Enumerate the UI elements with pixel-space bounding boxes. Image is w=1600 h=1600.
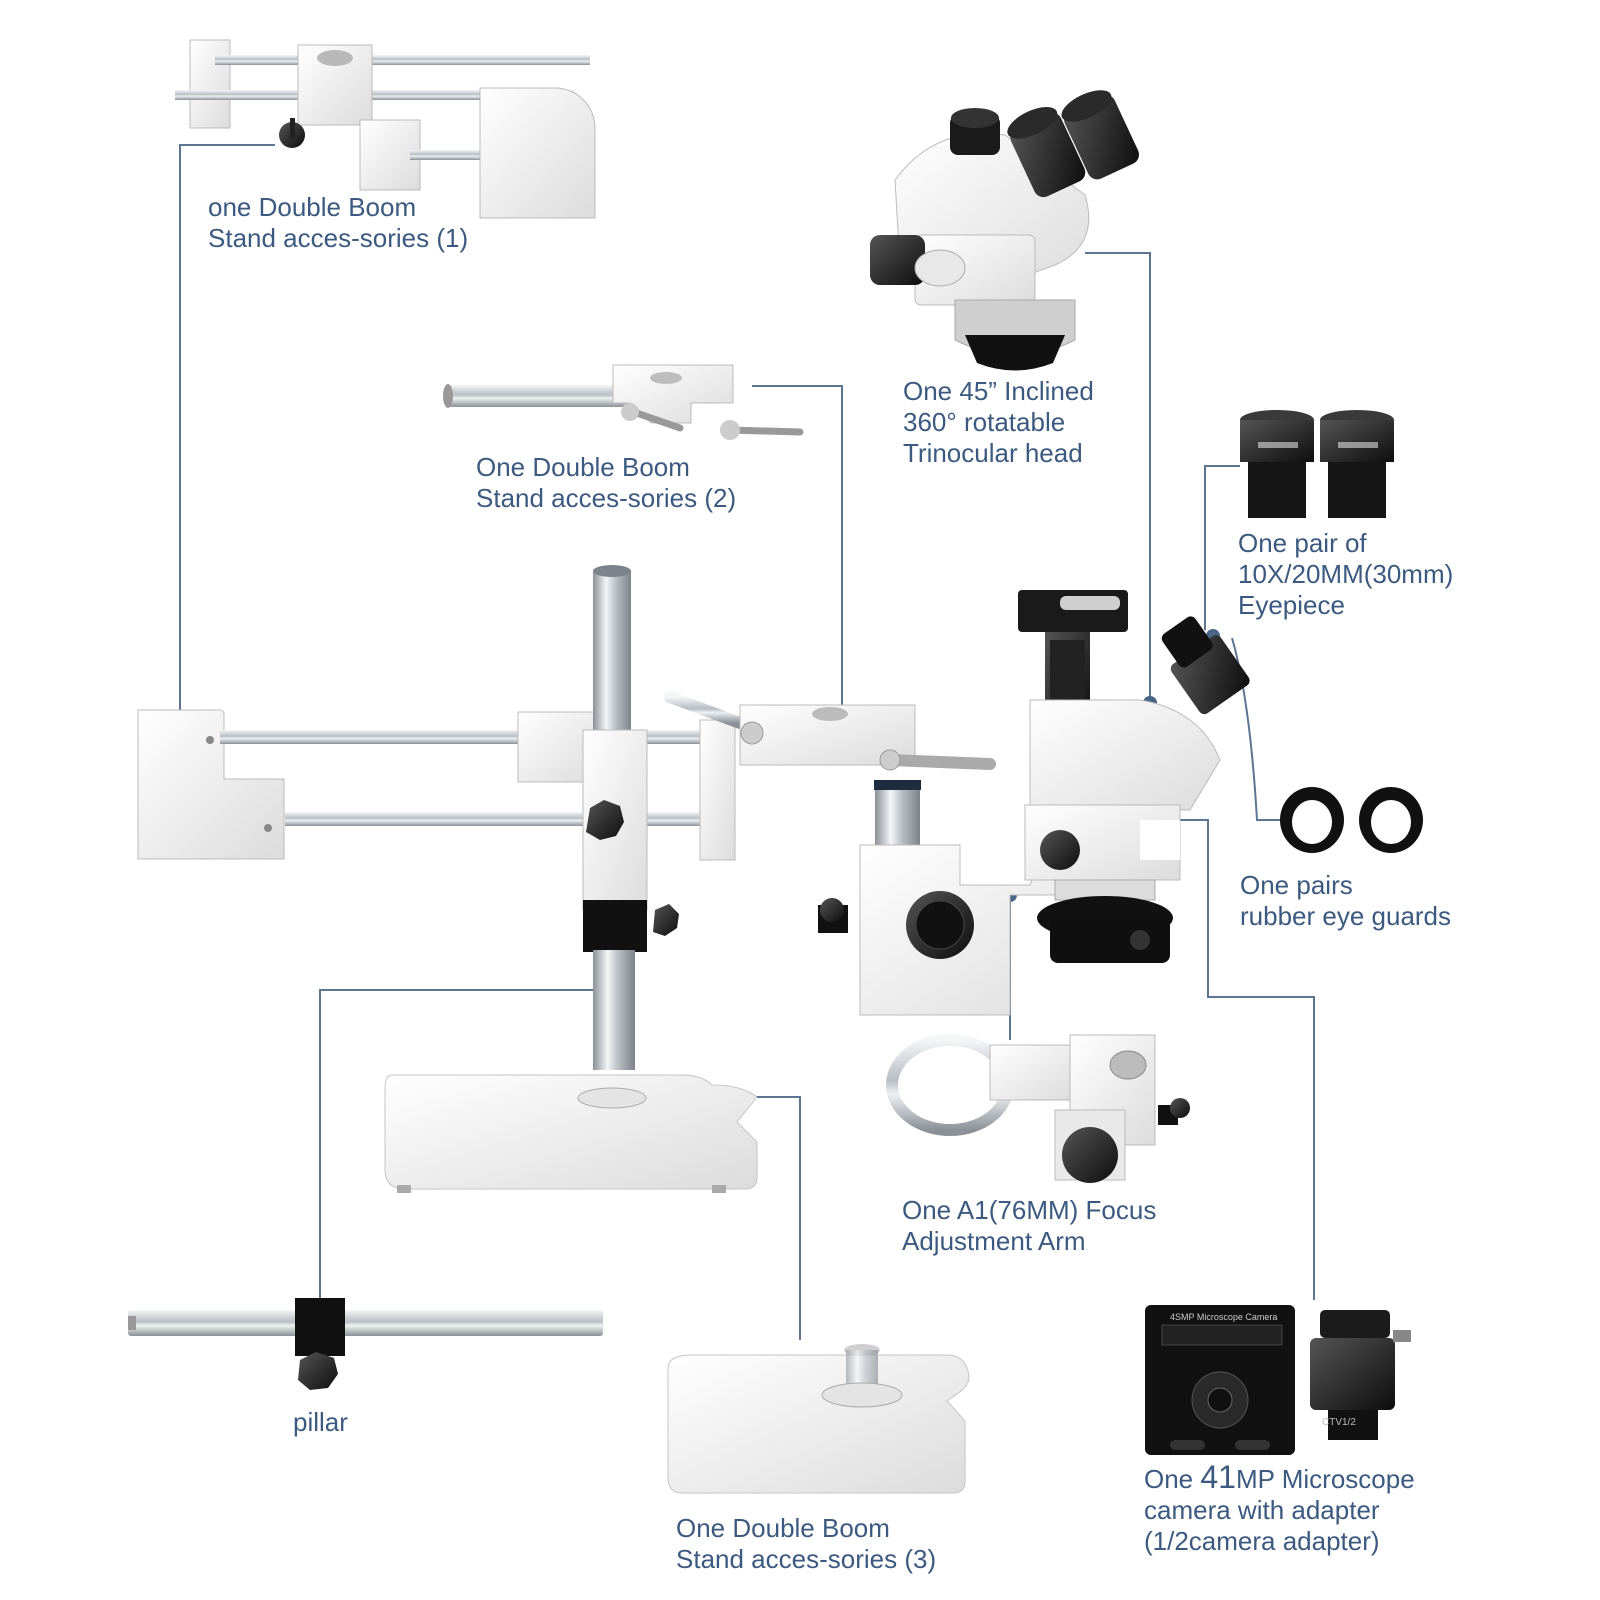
boom-accessory-2-icon — [443, 364, 804, 440]
pillar-icon — [128, 1298, 603, 1390]
adapter-marking: CTV1/2 — [1322, 1417, 1356, 1428]
boom-accessory-1-icon — [175, 39, 596, 219]
assembled-head-icon — [1018, 590, 1250, 963]
label-eye-guards: One pairs rubber eye guards — [1240, 870, 1452, 931]
focus-arm-icon — [886, 1034, 1190, 1183]
camera-icon: 4SMP Microscope Camera — [1145, 1305, 1295, 1455]
adapter-icon: CTV1/2 — [1310, 1310, 1411, 1440]
leader-pillar — [319, 989, 611, 1310]
label-pillar: pillar — [293, 1407, 348, 1437]
label-eyepiece: One pair of 10X/20MM(30mm) Eyepiece — [1238, 528, 1454, 620]
camera-screen-title: 4SMP Microscope Camera — [1170, 1312, 1277, 1322]
label-boom-acc-1: one Double Boom Stand acces-sories (1) — [208, 192, 469, 253]
leader-trinocular-head — [1085, 252, 1151, 703]
focus-block-icon — [818, 844, 1111, 1016]
leader-boom-acc-1 — [179, 144, 275, 733]
label-focus-arm: One A1(76MM) Focus Adjustment Arm — [902, 1195, 1157, 1256]
double-boom-stand-icon — [137, 565, 758, 1193]
eye-guards-icon — [1280, 787, 1423, 853]
base-plate-icon — [667, 1344, 970, 1494]
trinocular-head-icon — [870, 90, 1139, 371]
label-trinocular-head: One 45” Inclined 360° rotatable Trinocul… — [903, 376, 1094, 468]
label-camera: One 41MP Microscope camera with adapter … — [1144, 1459, 1415, 1556]
leader-eyepiece — [1204, 465, 1240, 630]
label-boom-acc-2: One Double Boom Stand acces-sories (2) — [476, 452, 737, 513]
leader-eye-guards — [1231, 637, 1285, 821]
label-boom-acc-3: One Double Boom Stand acces-sories (3) — [676, 1513, 937, 1574]
leader-boom-acc-2 — [752, 385, 843, 733]
eyepiece-pair-icon — [1240, 410, 1394, 518]
